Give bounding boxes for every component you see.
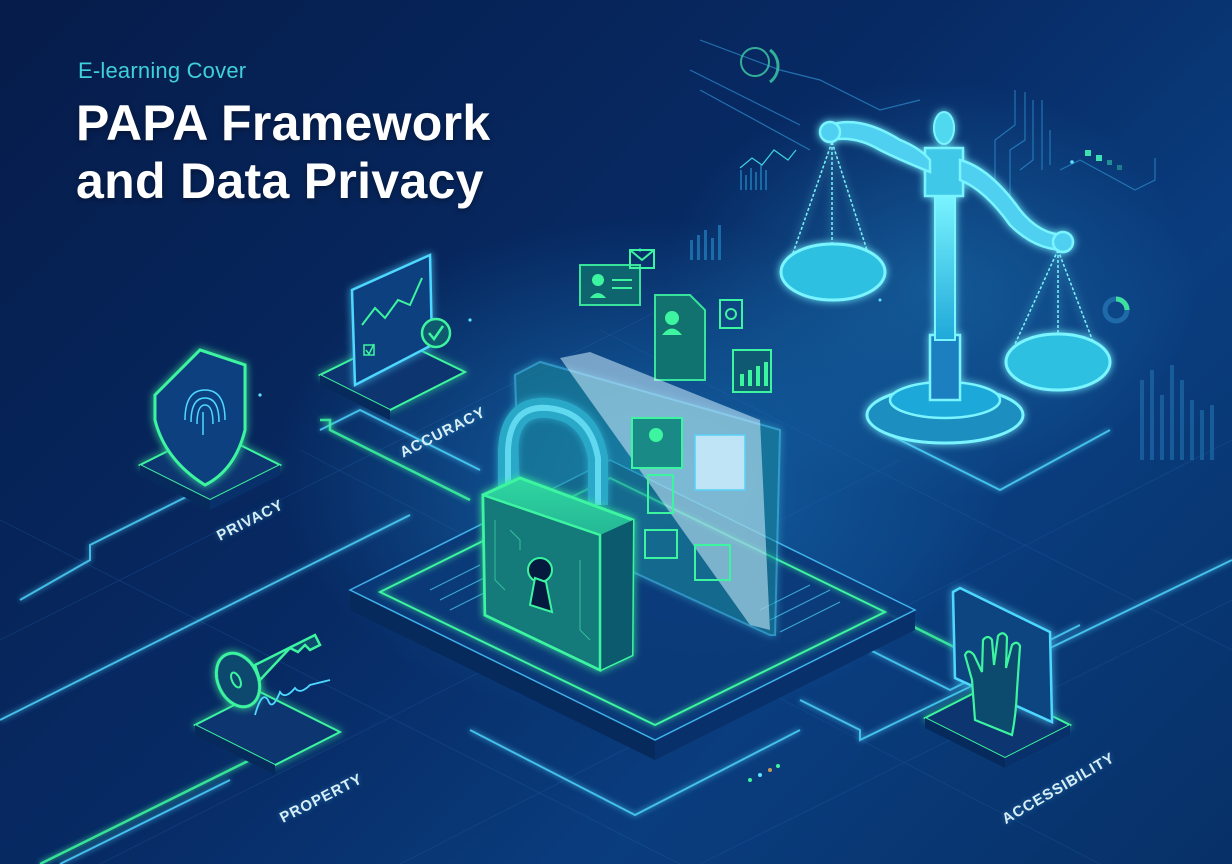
title-line-1: PAPA Framework	[76, 95, 491, 151]
key-signature-icon	[192, 633, 343, 775]
scales-of-justice-icon	[779, 111, 1112, 445]
page-title: PAPA Framework and Data Privacy	[76, 94, 491, 210]
padlock-icon	[481, 397, 635, 672]
shield-fingerprint-icon	[137, 348, 283, 510]
gear-icon	[719, 299, 743, 329]
chart-checklist-icon	[317, 253, 468, 420]
envelope-icon	[629, 249, 655, 269]
cover-subtitle: E-learning Cover	[78, 58, 247, 83]
title-block: E-learning Cover PAPA Framework and Data…	[76, 58, 491, 210]
hand-screen-icon	[922, 586, 1073, 768]
title-line-2: and Data Privacy	[76, 153, 484, 209]
